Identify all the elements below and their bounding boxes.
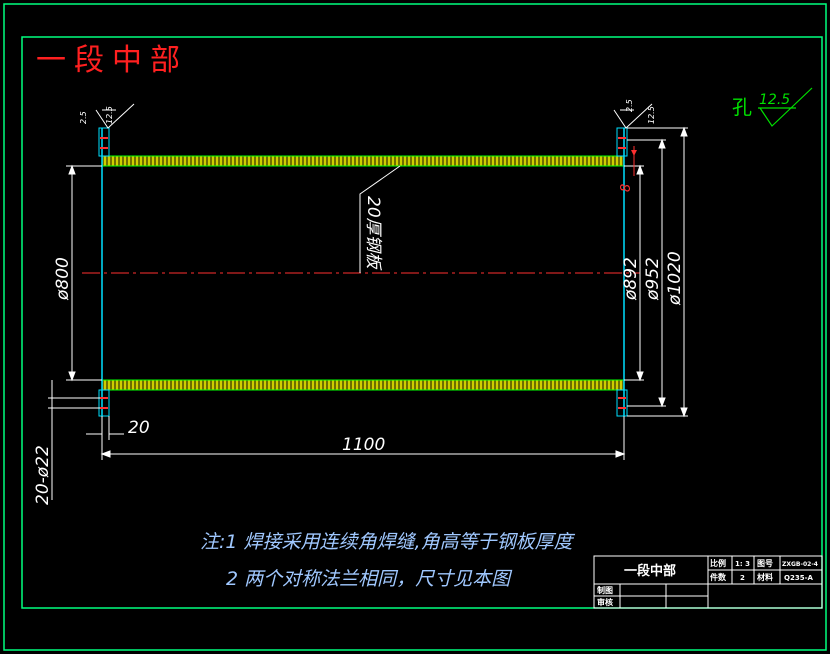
left-flange-bottom — [98, 389, 110, 417]
qty-value: 2 — [740, 574, 745, 582]
title-stamp: 一段中部 — [36, 43, 188, 78]
left-roughness-value: 12.5 — [105, 106, 114, 124]
right-roughness-prefix: 2.5 — [625, 99, 634, 112]
inner-diameter-dimension — [66, 164, 102, 382]
material-label: 材料 — [757, 572, 773, 582]
drawn-label: 制图 — [597, 585, 613, 595]
note-line-2: 2 两个对称法兰相同，尺寸见本图 — [226, 568, 513, 590]
right-flange-roughness-icon — [613, 103, 653, 129]
qty-label: 件数 — [710, 572, 727, 582]
right-diameter-dimensions — [624, 126, 688, 418]
checked-label: 审核 — [597, 597, 613, 607]
bolt-circle-inner-label: ø892 — [621, 257, 641, 301]
flange-thickness-label: 20 — [128, 418, 150, 438]
right-roughness-value: 12.5 — [647, 106, 656, 124]
outer-frame — [3, 3, 827, 651]
overall-length-label: 1100 — [342, 435, 385, 455]
bolt-holes-dimension — [48, 380, 100, 500]
bolt-holes-label: 20-ø22 — [33, 445, 53, 505]
gap-arrow — [631, 150, 637, 156]
scale-value: 1: 3 — [735, 560, 750, 568]
scale-label: 比例 — [710, 558, 726, 568]
title-block-part-name: 一段中部 — [624, 563, 676, 579]
material-value: Q235-A — [784, 574, 813, 582]
drawing-no-value: ZXGB-02-4 — [782, 561, 818, 568]
hole-roughness-value: 12.5 — [759, 92, 790, 108]
wall-thickness-leader — [359, 165, 401, 273]
flange-thickness-dimension — [86, 416, 124, 440]
right-flange-top — [616, 127, 628, 157]
gap-label: 8 — [619, 184, 634, 192]
right-flange-bottom — [616, 389, 628, 417]
title-block — [593, 555, 823, 609]
inner-frame — [21, 36, 823, 609]
hole-roughness-icon — [758, 87, 813, 127]
inner-diameter-label: ø800 — [53, 257, 73, 301]
bolt-circle-label: ø952 — [643, 257, 663, 301]
drawing-no-label: 图号 — [757, 559, 773, 568]
length-dimension — [100, 416, 626, 460]
hole-label: 孔 — [732, 95, 752, 119]
outer-diameter-label: ø1020 — [665, 251, 685, 306]
left-roughness-prefix: 2.5 — [79, 111, 88, 124]
left-flange-top — [98, 127, 110, 157]
wall-thickness-label: 20厚钢板 — [363, 196, 383, 272]
bottom-tube-wall — [101, 379, 625, 391]
top-tube-wall — [101, 155, 625, 167]
note-line-1: 注:1 焊接采用连续角焊缝,角高等于钢板厚度 — [200, 531, 576, 553]
left-flange-roughness-icon — [95, 103, 135, 129]
